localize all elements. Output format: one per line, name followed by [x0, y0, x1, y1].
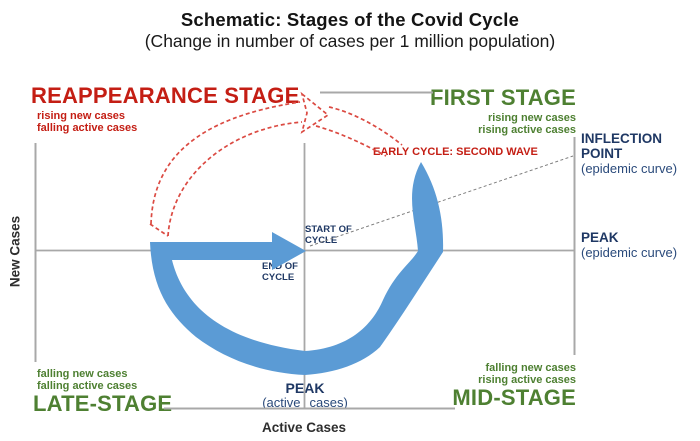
mid-stage-block: falling new cases rising active cases MI…: [452, 362, 576, 409]
inflection-point-line1: INFLECTION: [581, 131, 662, 146]
mid-stage-note-2: rising active cases: [478, 374, 576, 387]
first-stage-note-1: rising new cases: [487, 112, 576, 124]
inflection-point-sub: (epidemic curve): [581, 161, 678, 176]
late-stage-note-2: falling active cases: [37, 380, 138, 393]
late-stage-note-1: falling new cases: [37, 368, 128, 380]
late-stage-title: LATE-STAGE: [33, 390, 173, 416]
mid-stage-note-1: falling new cases: [485, 362, 576, 374]
peak-active-sub-word2: cases): [308, 395, 349, 410]
peak-active-sub-word1: (active: [261, 395, 302, 410]
peak-epidemic-sub: (epidemic curve): [581, 245, 678, 260]
reappearance-note-1: rising new cases: [37, 110, 126, 122]
reappearance-stage-block: REAPPEARANCE STAGE rising new cases fall…: [31, 85, 299, 135]
inflection-point-line2: POINT: [581, 146, 623, 161]
page-title: Schematic: Stages of the Covid Cycle: [180, 9, 520, 30]
inflection-point-block: INFLECTION POINT (epidemic curve): [581, 131, 677, 176]
reappearance-note-2: falling active cases: [37, 122, 138, 135]
reappearance-stage-title: REAPPEARANCE STAGE: [31, 83, 300, 108]
first-stage-note-2: rising active cases: [478, 124, 576, 137]
peak-epidemic-block: PEAK (epidemic curve): [581, 230, 677, 260]
late-stage-block: falling new cases falling active cases L…: [33, 368, 172, 415]
peak-epidemic-title: PEAK: [581, 230, 619, 245]
mid-stage-title: MID-STAGE: [452, 384, 576, 410]
page-subtitle: (Change in number of cases per 1 million…: [144, 31, 556, 51]
first-stage-block: FIRST STAGE rising new cases rising acti…: [430, 87, 576, 137]
x-axis-label: Active Cases: [261, 420, 347, 435]
peak-active-sub: (active cases): [240, 395, 370, 410]
first-stage-title: FIRST STAGE: [429, 85, 576, 110]
early-cycle-label: EARLY CYCLE: SECOND WAVE: [371, 146, 540, 158]
